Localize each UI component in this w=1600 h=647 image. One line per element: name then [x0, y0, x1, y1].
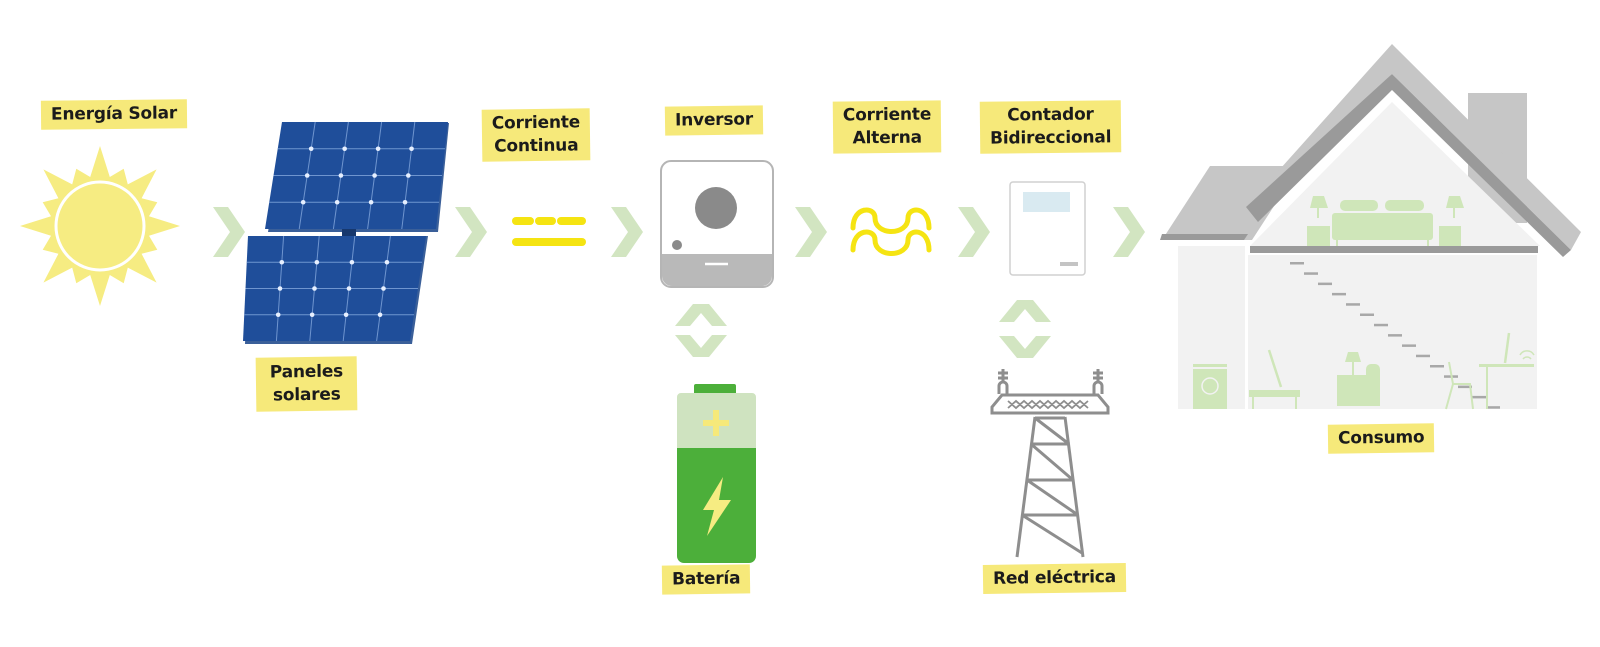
sun-icon — [20, 146, 180, 306]
arrow-ac-to-meter — [958, 207, 990, 257]
alternating-current-icon — [850, 207, 932, 256]
power-tower-icon — [990, 369, 1110, 558]
bedroom-furniture — [1307, 196, 1464, 246]
flow-arrows — [213, 207, 1145, 358]
arrow-panels-to-dc — [455, 207, 487, 257]
arrow-sun-to-panels — [213, 207, 245, 257]
lightning-bolt-icon — [703, 477, 731, 536]
arrow-inverter-to-ac — [795, 207, 827, 257]
arrow-up-battery — [675, 304, 727, 326]
arrow-down-grid — [999, 336, 1051, 358]
inverter-icon — [660, 160, 774, 288]
arrow-down-battery — [675, 335, 727, 357]
arrow-dc-to-inverter — [611, 207, 643, 257]
house-icon — [1160, 44, 1581, 410]
battery-icon — [677, 384, 756, 563]
arrow-meter-to-house — [1113, 207, 1145, 257]
living-room-furniture — [1193, 332, 1535, 410]
arrow-up-grid — [999, 300, 1051, 322]
bidirectional-meter-icon — [1009, 181, 1086, 276]
solar-panel-icon — [243, 121, 449, 344]
direct-current-icon — [512, 217, 586, 246]
